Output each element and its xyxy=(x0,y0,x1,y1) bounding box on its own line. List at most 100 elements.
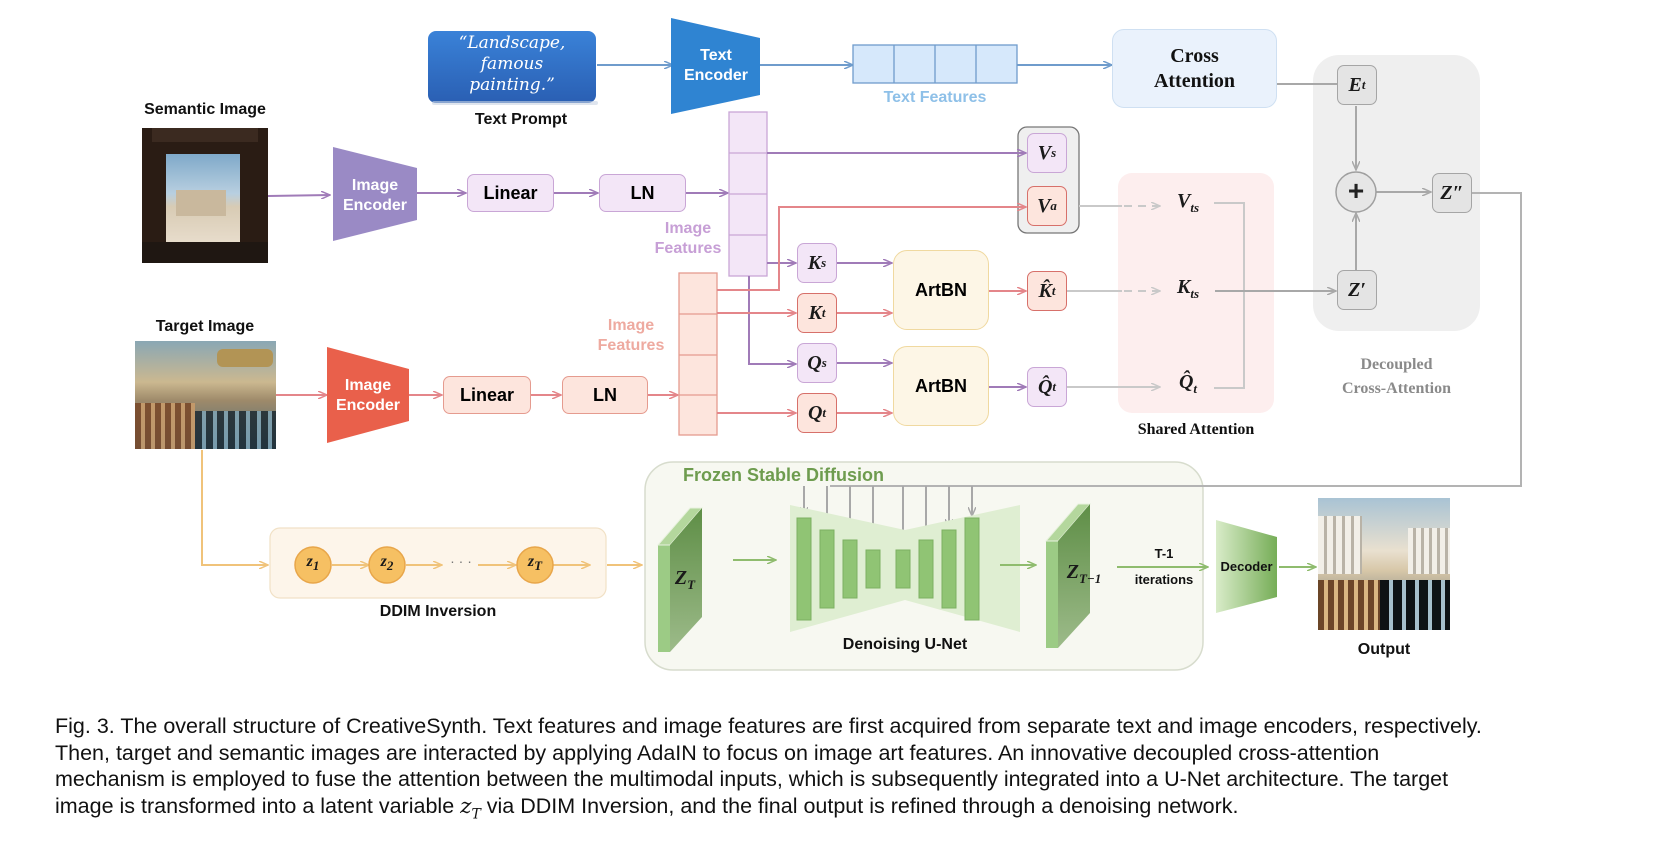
artbn-top: ArtBN xyxy=(893,250,989,330)
semantic-encoder-trapezoid xyxy=(333,147,417,241)
unet-block xyxy=(865,549,881,589)
semantic-features-column xyxy=(728,111,768,277)
unet-block xyxy=(819,529,835,609)
arrow-target-to-ddim xyxy=(201,450,268,565)
decoupled-label: Decoupled Cross-Attention xyxy=(1313,353,1480,401)
target-encoder-trapezoid xyxy=(327,347,409,443)
ddim-node-z1 xyxy=(294,546,332,584)
shared-attention-label: Shared Attention xyxy=(1137,421,1255,438)
text-encoder-label: Text Encoder xyxy=(672,46,760,86)
target-features-column xyxy=(678,272,718,436)
target-blocks xyxy=(135,403,195,449)
ddim-z1-label: z1 xyxy=(306,553,320,574)
sum-node xyxy=(1335,171,1377,213)
token-qt-hat: Q̂t xyxy=(1027,367,1067,407)
zt-slab-label: ZT xyxy=(674,567,696,592)
output-label: Output xyxy=(1357,641,1411,658)
decoupled-line2: Cross-Attention xyxy=(1341,380,1452,397)
artbn-bottom: ArtBN xyxy=(893,346,989,426)
target-features-line1: Image xyxy=(607,317,655,334)
text-encoder-line1: Text xyxy=(700,47,732,64)
text-features-label: Text Features xyxy=(883,89,987,106)
target-ln-box: LN xyxy=(562,376,648,414)
ddim-ellipsis: · · · xyxy=(450,553,472,569)
semantic-encoder-line2: Encoder xyxy=(342,197,407,214)
figure-caption: Fig. 3. The overall structure of Creativ… xyxy=(55,713,1610,827)
semantic-image-label: Semantic Image xyxy=(144,101,266,118)
ddim-z2-label: z2 xyxy=(380,553,394,574)
unet-block xyxy=(796,517,812,621)
latent-zt-slab xyxy=(656,507,704,652)
caption-line-4-after: via DDIM Inversion, and the final output… xyxy=(480,793,1239,818)
arrow-semantic-to-encoder xyxy=(267,195,330,196)
shared-kts: Kts xyxy=(1176,276,1199,301)
creativesynth-diagram: “Landscape, famous painting.” Text Promp… xyxy=(135,18,1522,671)
output-floor-left xyxy=(1318,580,1380,630)
shared-attention-bracket xyxy=(1214,202,1245,389)
target-grid xyxy=(195,411,276,449)
cross-attention-line1: Cross xyxy=(1170,44,1219,67)
shared-vts: Vts xyxy=(1176,190,1199,215)
output-colonnade-right xyxy=(1408,528,1450,574)
target-encoder-line2: Encoder xyxy=(335,397,400,414)
semantic-ln-box: LN xyxy=(599,174,686,212)
arch-top xyxy=(152,128,258,142)
caption-line-4: image is transformed into a latent varia… xyxy=(55,793,1610,828)
shared-attention-panel xyxy=(1118,173,1274,413)
output-colonnade-left xyxy=(1318,516,1362,574)
ddim-node-zt xyxy=(516,546,554,584)
semantic-features-label: Image Features xyxy=(650,219,726,259)
unet-block xyxy=(895,549,911,589)
unet-block xyxy=(964,517,980,621)
latent-zt1-slab xyxy=(1044,503,1092,648)
decoder-label: Decoder xyxy=(1220,559,1273,574)
cathedral xyxy=(176,190,226,216)
iterations-label: iterations xyxy=(1134,572,1194,587)
text-encoder-trapezoid xyxy=(671,18,760,114)
iterations-count: T-1 xyxy=(1154,546,1174,561)
caption-line-1: Fig. 3. The overall structure of Creativ… xyxy=(55,714,1482,738)
connectors-layer xyxy=(201,18,1522,671)
text-prompt-quote: “Landscape, famous painting.” xyxy=(428,33,596,96)
text-prompt-card xyxy=(428,31,596,103)
target-features-line2: Features xyxy=(597,337,665,354)
target-image-label: Target Image xyxy=(155,318,255,335)
caption-line-2: Then, target and semantic images are int… xyxy=(55,740,1380,765)
quote-line-1: “Landscape, xyxy=(458,33,566,53)
decoupled-line1: Decoupled xyxy=(1360,356,1433,373)
unet-label: Denoising U-Net xyxy=(842,636,968,653)
quote-line-2: famous xyxy=(480,54,544,74)
ddim-node-z2 xyxy=(368,546,406,584)
semantic-image xyxy=(142,128,268,263)
target-image xyxy=(135,341,276,449)
semantic-linear-box: Linear xyxy=(467,174,554,212)
token-kt-hat: K̂t xyxy=(1027,271,1067,311)
text-encoder-line2: Encoder xyxy=(683,67,748,84)
semantic-features-line2: Features xyxy=(654,240,722,257)
arch-floor xyxy=(142,242,268,263)
arrow-features-to-qs xyxy=(748,276,796,364)
output-floor-right xyxy=(1380,580,1450,630)
unet-block xyxy=(918,539,934,599)
shared-qt-hat: Q̂t xyxy=(1178,371,1198,396)
target-features-label: Image Features xyxy=(592,316,670,356)
token-z-prime: Z′ xyxy=(1337,270,1377,310)
ddim-label: DDIM Inversion xyxy=(379,603,497,620)
decoder-trapezoid xyxy=(1216,520,1277,613)
target-encoder-line1: Image xyxy=(344,377,392,394)
output-image xyxy=(1318,498,1450,630)
quote-line-3: painting.” xyxy=(469,75,555,95)
ddim-zt-label: zT xyxy=(527,553,543,574)
arrow-features-to-va xyxy=(717,207,1026,291)
unet-bars xyxy=(796,517,980,621)
target-linear-box: Linear xyxy=(443,376,531,414)
cross-attention-box: Cross Attention xyxy=(1112,29,1277,108)
semantic-encoder-line1: Image xyxy=(351,177,399,194)
unet-block xyxy=(842,539,858,599)
target-cliff xyxy=(217,349,273,367)
